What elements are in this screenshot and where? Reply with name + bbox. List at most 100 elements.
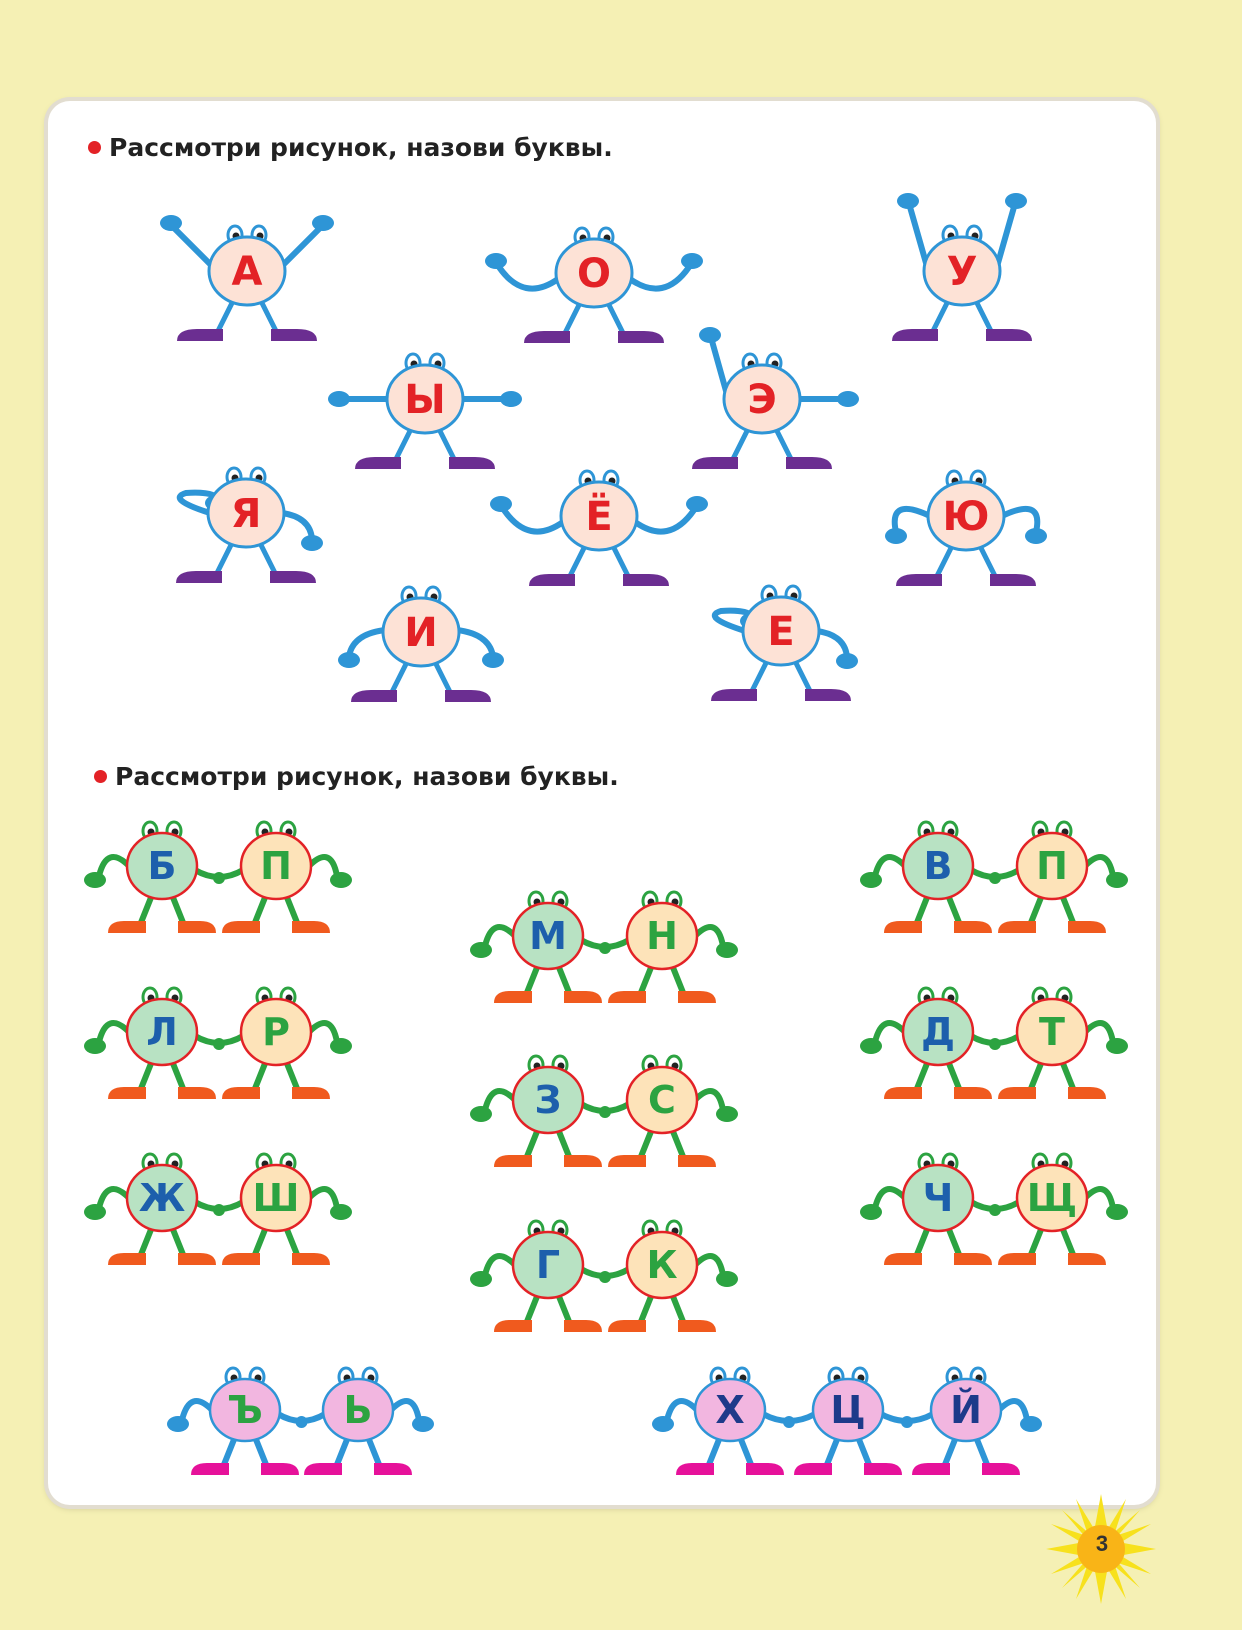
vowel-character: Ю — [885, 469, 1047, 586]
hand-icon — [84, 1038, 106, 1054]
hand-icon — [1005, 193, 1027, 209]
shoe-icon — [564, 1155, 602, 1167]
joined-hands-icon — [901, 1416, 913, 1428]
section2-heading-text: Рассмотри рисунок, назови буквы. — [115, 762, 619, 791]
vowel-letter: А — [232, 249, 263, 295]
letter-face — [511, 1230, 585, 1300]
letter-face — [125, 1163, 199, 1233]
letter-face — [125, 997, 199, 1067]
vowel-character: Я — [176, 466, 323, 583]
letter-glyph: М — [529, 914, 567, 958]
letter-glyph: Р — [262, 1010, 290, 1054]
shoe-icon — [678, 1320, 716, 1332]
vowel-face — [926, 480, 1006, 552]
letter-glyph: П — [260, 844, 292, 888]
shoe-icon — [524, 331, 570, 343]
hand-icon — [482, 652, 504, 668]
letter-glyph: Ь — [344, 1388, 373, 1432]
hand-icon — [470, 942, 492, 958]
vowel-character: Е — [711, 584, 858, 701]
vowel-face — [554, 237, 634, 309]
vowel-character: И — [338, 585, 504, 702]
hand-icon — [412, 1416, 434, 1432]
joined-hands-icon — [213, 872, 225, 884]
joined-hands-icon — [989, 1204, 1001, 1216]
sun-icon — [1046, 1494, 1156, 1604]
vowel-letter: И — [404, 610, 437, 656]
vowel-letter: У — [947, 249, 978, 295]
shoe-icon — [222, 1087, 260, 1099]
shoe-icon — [896, 574, 942, 586]
hand-icon — [500, 391, 522, 407]
shoe-icon — [271, 329, 317, 341]
shoe-icon — [608, 1155, 646, 1167]
vowel-letter: О — [577, 251, 611, 297]
shoe-icon — [178, 1087, 216, 1099]
vowel-face — [741, 595, 821, 667]
letter-face — [1015, 997, 1089, 1067]
hand-icon — [485, 253, 507, 269]
hand-icon — [1106, 1038, 1128, 1054]
hand-icon — [330, 872, 352, 888]
vowel-character: Э — [692, 327, 859, 469]
hand-icon — [885, 528, 907, 544]
letter-face — [1015, 831, 1089, 901]
shoe-icon — [998, 921, 1036, 933]
shoe-icon — [108, 1087, 146, 1099]
shoe-icon — [449, 457, 495, 469]
vowel-letter: Е — [767, 609, 794, 655]
letter-glyph: Ц — [830, 1388, 865, 1432]
shoe-icon — [178, 1253, 216, 1265]
hand-icon — [84, 1204, 106, 1220]
shoe-icon — [494, 991, 532, 1003]
shoe-icon — [990, 574, 1036, 586]
shoe-icon — [1068, 1253, 1106, 1265]
letter-glyph: П — [1036, 844, 1068, 888]
letter-face — [901, 997, 975, 1067]
joined-hands-icon — [213, 1038, 225, 1050]
shoe-icon — [982, 1463, 1020, 1475]
hand-icon — [860, 1204, 882, 1220]
shoe-icon — [954, 921, 992, 933]
letter-face — [901, 831, 975, 901]
shoe-icon — [292, 921, 330, 933]
joined-hands-icon — [295, 1416, 308, 1428]
shoe-icon — [912, 1463, 950, 1475]
shoe-icon — [794, 1463, 832, 1475]
letter-face — [125, 831, 199, 901]
shoe-icon — [954, 1087, 992, 1099]
vowel-face — [922, 235, 1002, 307]
shoe-icon — [261, 1463, 299, 1475]
hand-icon — [1106, 1204, 1128, 1220]
hand-icon — [716, 942, 738, 958]
letter-glyph: Й — [950, 1388, 982, 1432]
hand-icon — [716, 1271, 738, 1287]
shoe-icon — [954, 1253, 992, 1265]
hand-icon — [836, 653, 858, 669]
section2-heading: Рассмотри рисунок, назови буквы. — [94, 762, 619, 791]
shoe-icon — [711, 689, 757, 701]
letter-glyph: С — [648, 1078, 676, 1122]
shoe-icon — [108, 1253, 146, 1265]
shoe-icon — [292, 1087, 330, 1099]
joined-hands-icon — [599, 1271, 611, 1283]
shoe-icon — [623, 574, 669, 586]
letter-face — [511, 1065, 585, 1135]
vowel-face — [385, 363, 465, 435]
joined-hands-icon — [989, 1038, 1001, 1050]
letter-glyph: Д — [921, 1010, 955, 1054]
hand-icon — [1025, 528, 1047, 544]
vowel-face — [207, 235, 287, 307]
hand-icon — [681, 253, 703, 269]
letter-glyph: Х — [715, 1388, 744, 1432]
joined-hands-icon — [599, 1106, 611, 1118]
vowel-face — [559, 480, 639, 552]
vowel-character: О — [485, 226, 703, 343]
vowel-character: У — [892, 193, 1032, 341]
hand-icon — [686, 496, 708, 512]
letter-face — [693, 1377, 767, 1443]
letter-glyph: Ъ — [227, 1388, 263, 1432]
